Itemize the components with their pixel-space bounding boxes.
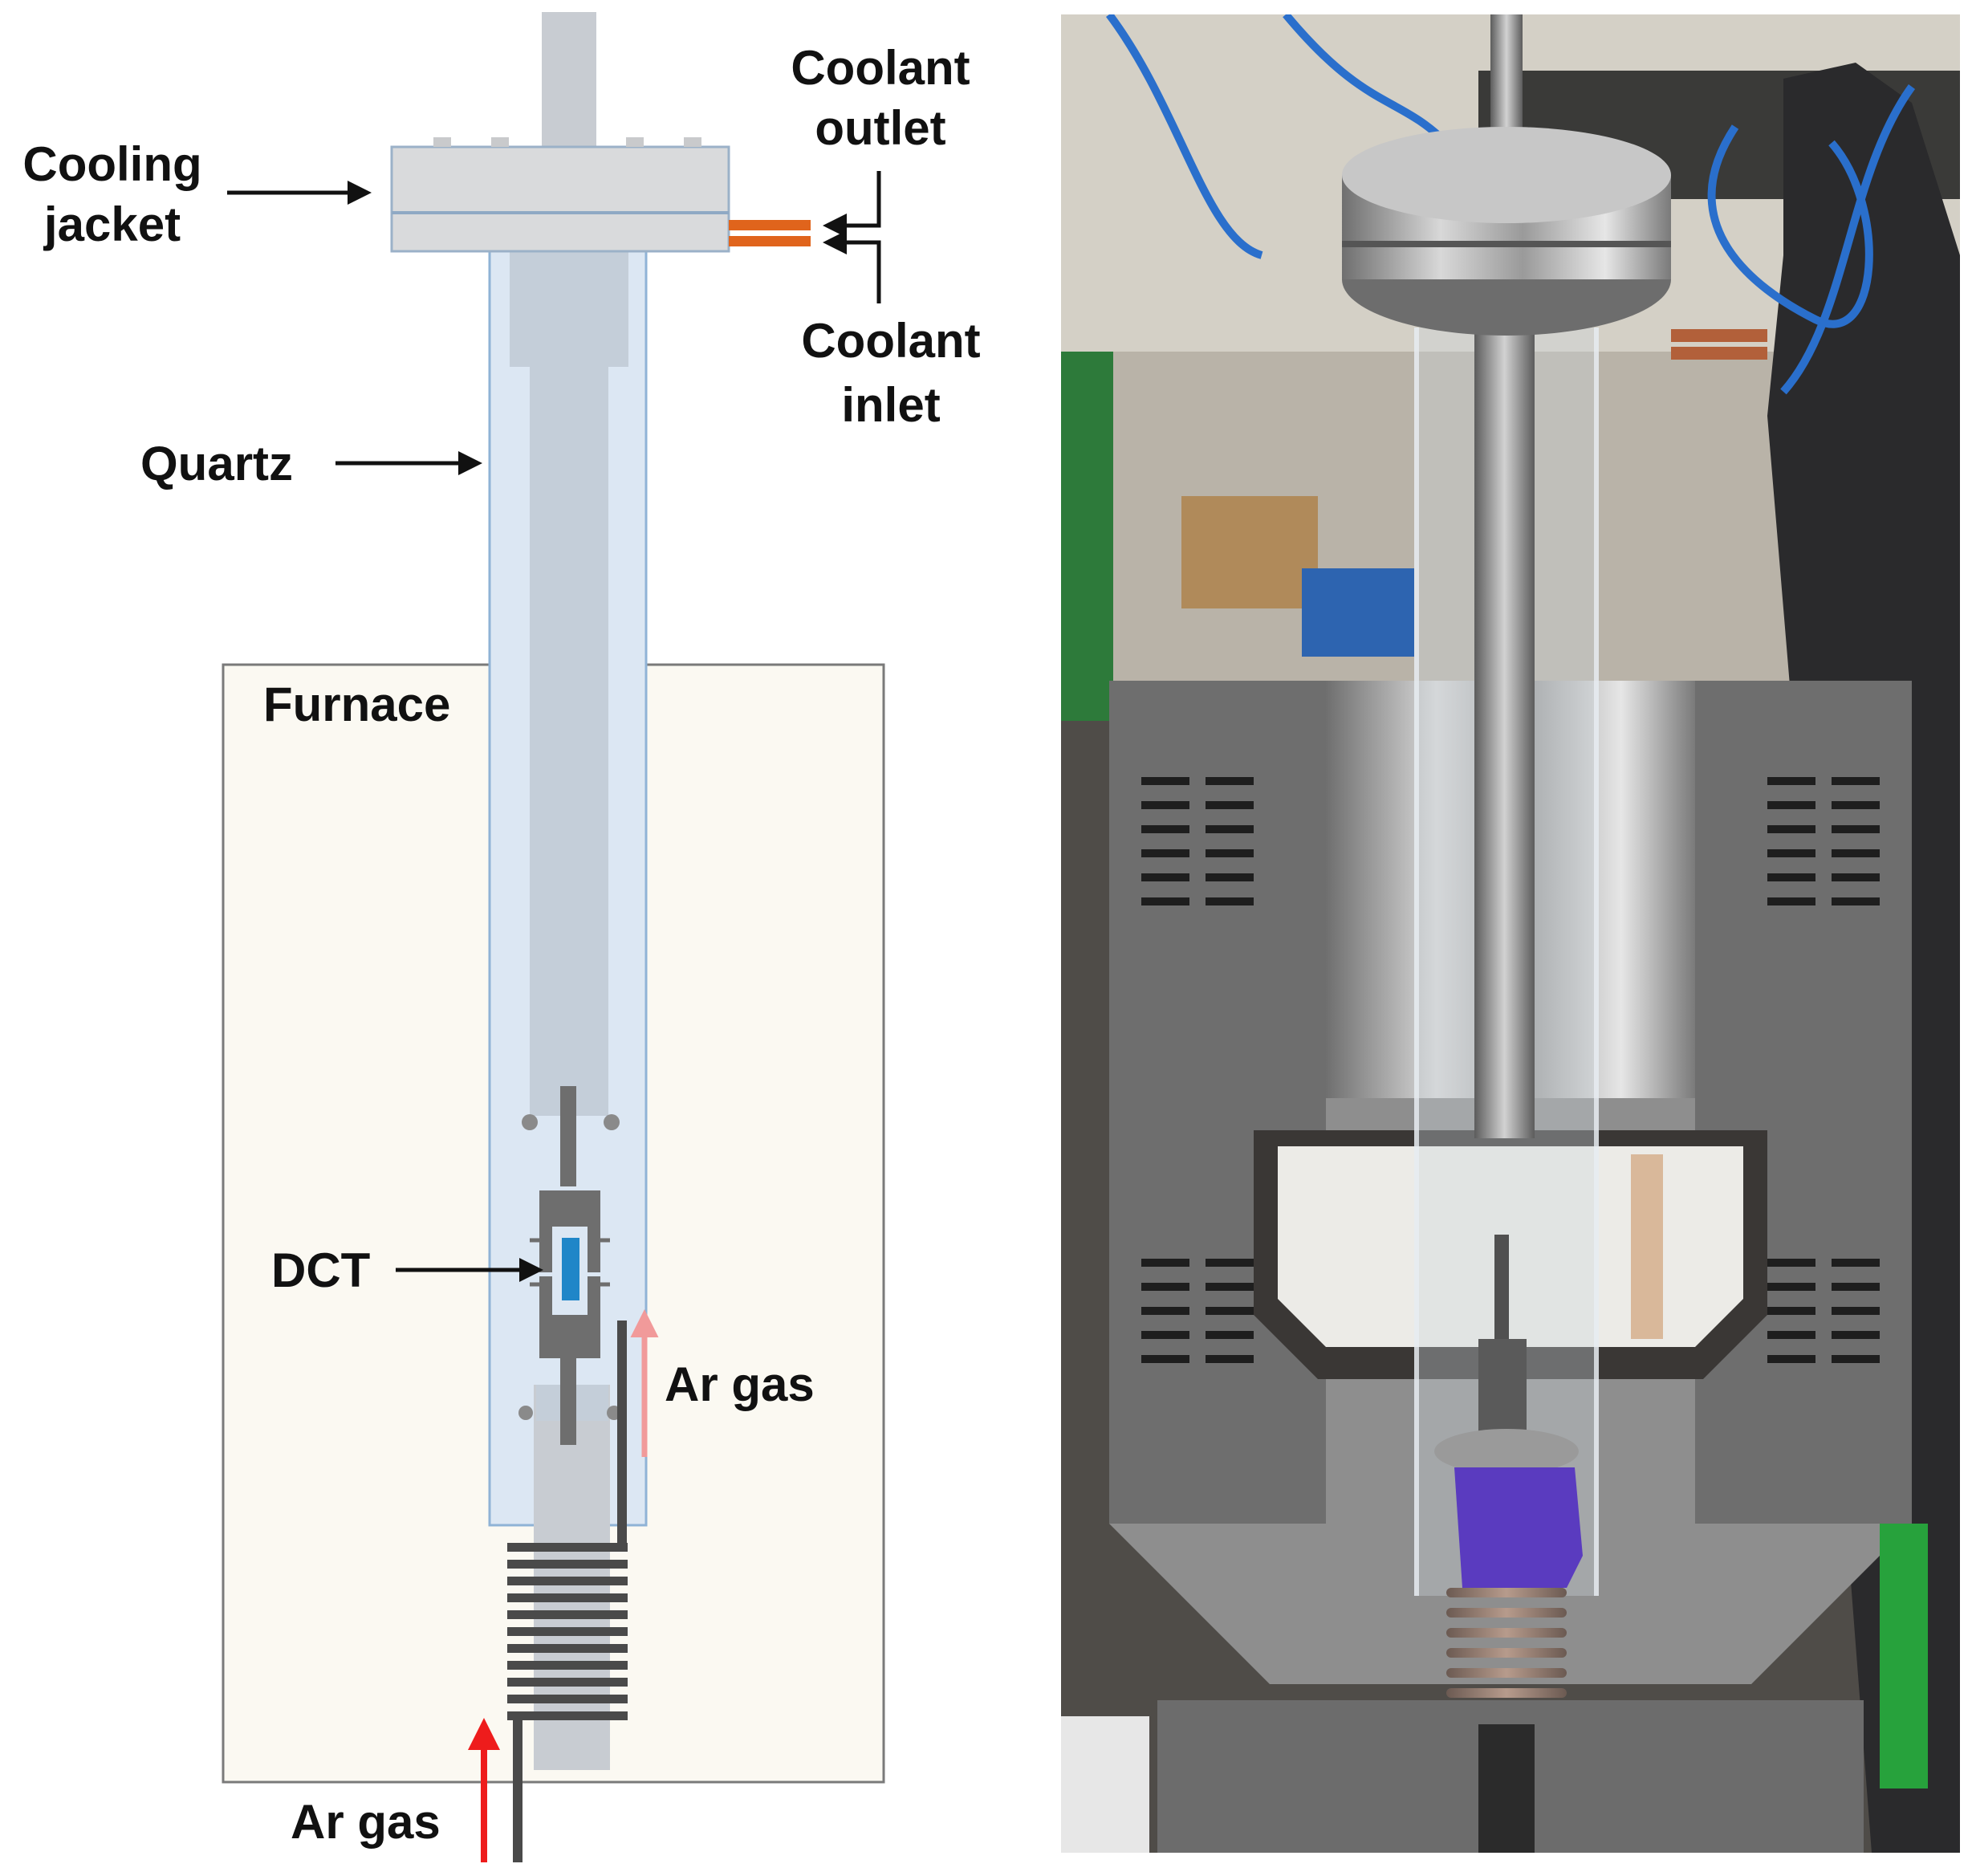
inner-rod-main (530, 365, 608, 1116)
cooling-jacket-label-line1: Cooling (22, 137, 201, 191)
coolant-outlet-label-line1: Coolant (791, 41, 970, 95)
pin (604, 1114, 620, 1130)
coolant-inlet-label-line2: inlet (841, 378, 940, 432)
jacket-bolt (684, 137, 701, 147)
coolant-inlet-label-line1: Coolant (801, 314, 980, 368)
pin (522, 1114, 538, 1130)
dct-specimen (562, 1238, 579, 1300)
pull-rod-top (542, 12, 596, 149)
coolant-outlet-label-line2: outlet (815, 101, 945, 155)
ar-gas-label-upper: Ar gas (665, 1357, 815, 1411)
coolant-outlet-arrow (823, 171, 881, 238)
upper-pull-bar (560, 1086, 576, 1186)
lower-pull-bar (560, 1358, 576, 1445)
pin (518, 1406, 533, 1420)
cooling-jacket (390, 145, 730, 253)
gas-preheat-coil (507, 1543, 628, 1720)
jacket-bolt (491, 137, 509, 147)
cooling-jacket-label-line2: jacket (43, 197, 181, 251)
coolant-inlet-pipe (729, 236, 811, 246)
furnace-photo (1061, 14, 1960, 1853)
inner-rod-upper (510, 250, 628, 367)
dct-label: DCT (271, 1243, 370, 1297)
furnace-label: Furnace (263, 678, 450, 731)
jacket-bolt (626, 137, 644, 147)
quartz-label: Quartz (140, 437, 293, 490)
ar-gas-label-lower: Ar gas (291, 1795, 441, 1849)
coolant-outlet-pipe (729, 220, 811, 230)
coolant-inlet-arrow (823, 230, 881, 303)
jacket-bolt (433, 137, 451, 147)
